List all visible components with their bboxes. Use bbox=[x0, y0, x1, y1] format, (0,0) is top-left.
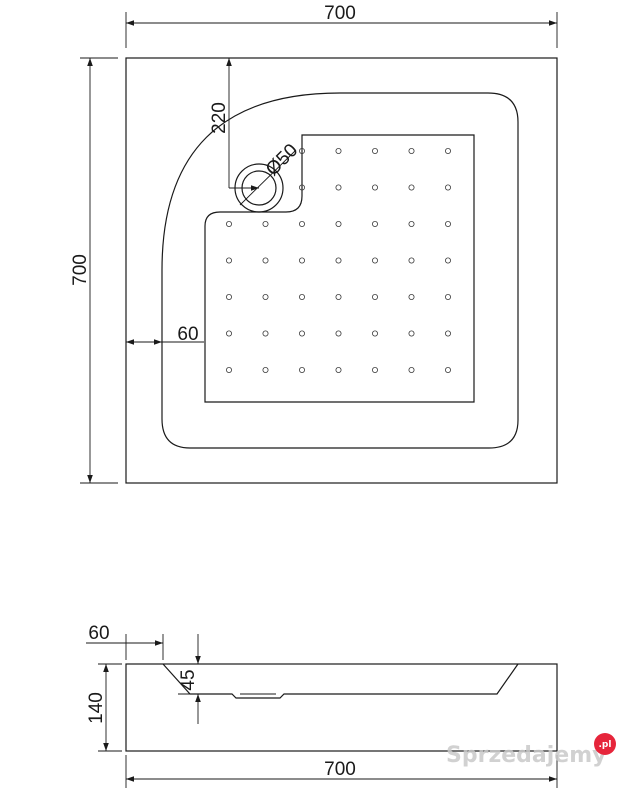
anti-slip-dot bbox=[298, 257, 305, 264]
anti-slip-dot bbox=[444, 220, 451, 227]
anti-slip-dot bbox=[408, 220, 415, 227]
anti-slip-dot bbox=[371, 366, 378, 373]
anti-slip-dot bbox=[371, 184, 378, 191]
anti-slip-dot bbox=[408, 184, 415, 191]
anti-slip-dot bbox=[408, 147, 415, 154]
side-width-label: 700 bbox=[324, 759, 356, 780]
anti-slip-dot bbox=[298, 330, 305, 337]
rim-outline bbox=[161, 92, 519, 449]
anti-slip-dot bbox=[225, 220, 232, 227]
side-rim-label: 60 bbox=[88, 623, 109, 644]
anti-slip-dot bbox=[371, 257, 378, 264]
basin-outline bbox=[204, 134, 475, 403]
anti-slip-dot bbox=[298, 220, 305, 227]
watermark: Sprzedajemy .pl bbox=[446, 733, 616, 768]
anti-slip-dot bbox=[335, 293, 342, 300]
anti-slip-dot bbox=[408, 293, 415, 300]
anti-slip-dot bbox=[335, 366, 342, 373]
drain-diameter-leader bbox=[239, 149, 297, 206]
anti-slip-dot bbox=[262, 220, 269, 227]
anti-slip-dot bbox=[262, 293, 269, 300]
anti-slip-dot bbox=[298, 184, 305, 191]
anti-slip-dot bbox=[444, 293, 451, 300]
anti-slip-dot bbox=[444, 184, 451, 191]
anti-slip-dot bbox=[262, 366, 269, 373]
anti-slip-dot bbox=[444, 366, 451, 373]
watermark-brand: Sprzedajemy bbox=[446, 743, 607, 768]
anti-slip-dot bbox=[225, 330, 232, 337]
top-view: 700 700 220 Ø50 60 bbox=[70, 3, 558, 484]
drain-offset-label: 220 bbox=[209, 102, 230, 134]
anti-slip-dot bbox=[371, 293, 378, 300]
side-depth-label: 45 bbox=[178, 669, 199, 690]
anti-slip-dot bbox=[262, 330, 269, 337]
anti-slip-dot bbox=[371, 147, 378, 154]
anti-slip-dot bbox=[371, 220, 378, 227]
anti-slip-dot bbox=[444, 147, 451, 154]
tray-outline bbox=[125, 57, 558, 484]
side-basin-profile bbox=[162, 663, 519, 699]
anti-slip-dot bbox=[298, 147, 305, 154]
anti-slip-dot bbox=[408, 366, 415, 373]
anti-slip-dot bbox=[335, 184, 342, 191]
side-height-label: 140 bbox=[86, 692, 107, 724]
anti-slip-dot bbox=[298, 366, 305, 373]
anti-slip-dot bbox=[335, 257, 342, 264]
anti-slip-dot bbox=[408, 330, 415, 337]
anti-slip-dot bbox=[335, 330, 342, 337]
anti-slip-dot bbox=[444, 330, 451, 337]
anti-slip-dot bbox=[371, 330, 378, 337]
side-view: 60 45 140 700 bbox=[86, 623, 558, 788]
top-width-label: 700 bbox=[324, 3, 356, 24]
anti-slip-dot bbox=[298, 293, 305, 300]
anti-slip-dot bbox=[444, 257, 451, 264]
rim-width-label: 60 bbox=[177, 324, 198, 345]
watermark-badge-text: .pl bbox=[599, 740, 612, 750]
anti-slip-dot bbox=[335, 147, 342, 154]
top-height-label: 700 bbox=[70, 254, 91, 286]
anti-slip-dot bbox=[262, 257, 269, 264]
anti-slip-dot bbox=[225, 366, 232, 373]
anti-slip-dot-grid bbox=[225, 147, 451, 373]
anti-slip-dot bbox=[408, 257, 415, 264]
anti-slip-dot bbox=[335, 220, 342, 227]
anti-slip-dot bbox=[225, 257, 232, 264]
anti-slip-dot bbox=[225, 293, 232, 300]
watermark-badge bbox=[594, 733, 616, 755]
side-outline bbox=[125, 663, 558, 752]
